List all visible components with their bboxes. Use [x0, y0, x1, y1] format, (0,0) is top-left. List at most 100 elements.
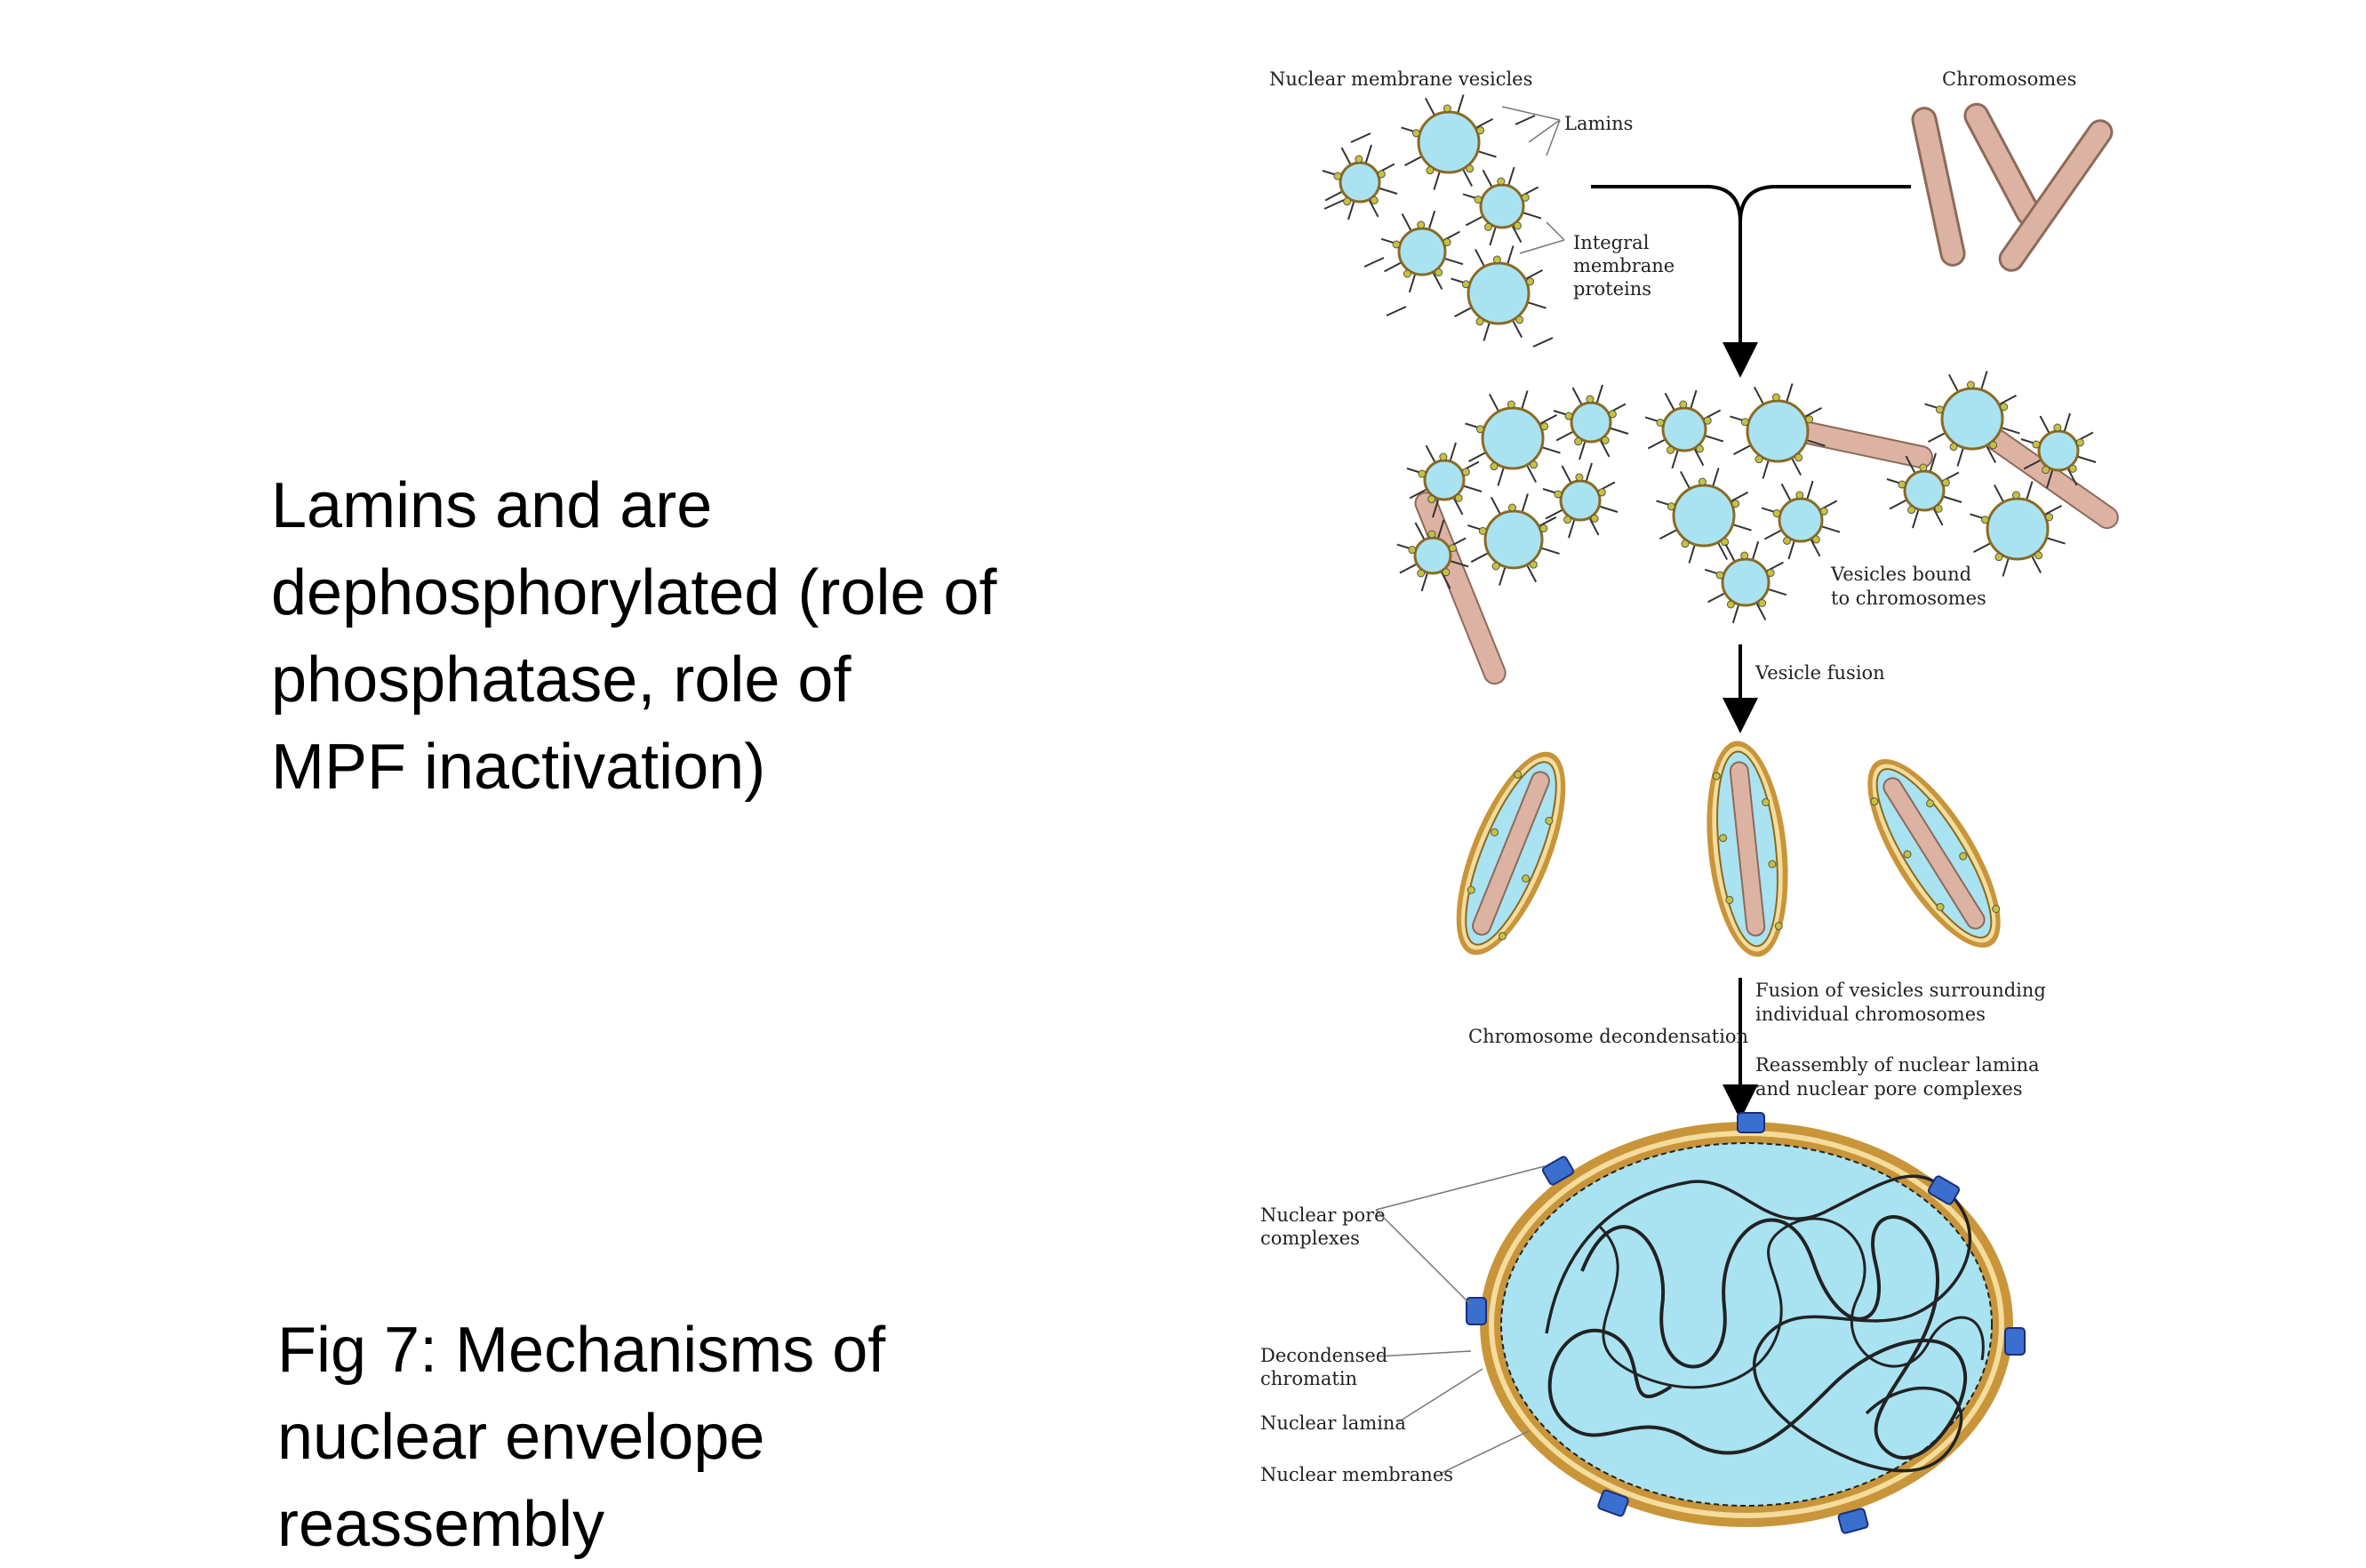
- integral-membrane-protein: [1355, 155, 1363, 164]
- nuclear-pore-complex: [1837, 1508, 1869, 1534]
- chromosome: [1998, 119, 2114, 272]
- lamin-strand: [2046, 468, 2054, 489]
- nuclear-pore-complex: [1597, 1489, 1629, 1517]
- vesicle-membrane: [1661, 406, 1707, 452]
- lamin-strand: [1929, 452, 1937, 473]
- lamin-strand: [1786, 383, 1794, 403]
- integral-membrane-protein: [1475, 317, 1484, 326]
- integral-membrane-protein: [1343, 197, 1352, 206]
- lamin-strand: [1511, 224, 1523, 244]
- label-vesicles-bound: Vesicles bound: [1830, 564, 1971, 585]
- lamin-strand: [1905, 455, 1916, 475]
- free-lamin: [1323, 199, 1345, 210]
- lamin-strand: [1730, 491, 1748, 503]
- lamin-strand: [1716, 541, 1729, 560]
- lamin-strand: [1585, 462, 1593, 483]
- label-nuclear-membrane-vesicles: Nuclear membrane vesicles: [1269, 68, 1532, 90]
- integral-membrane-protein: [2032, 440, 2041, 449]
- chromosome: [1882, 777, 1986, 930]
- vesicle-membrane: [1778, 497, 1824, 543]
- lamin-strand: [1465, 215, 1484, 227]
- label-vesicles-bound: to chromosomes: [1831, 588, 1986, 609]
- vesicle: [1886, 452, 1962, 529]
- lamin-strand: [1408, 273, 1417, 293]
- lamin-strand: [1806, 439, 1826, 447]
- lamin-strand: [1538, 516, 1557, 527]
- lamin-strand: [1433, 171, 1441, 190]
- integral-membrane-protein: [1980, 516, 1989, 524]
- integral-membrane-protein: [1601, 436, 1610, 444]
- vesicle: [1970, 481, 2066, 577]
- lamin-strand: [1461, 168, 1474, 187]
- lamin-strand: [1522, 212, 1542, 220]
- lamin-strand: [1399, 563, 1418, 574]
- merge-arrow-right: [1739, 185, 1911, 223]
- lamin-strand: [1803, 406, 1822, 419]
- lamin-strand: [1787, 540, 1795, 560]
- lamin-strand: [1539, 413, 1557, 426]
- lamin-strand: [1449, 442, 1457, 462]
- label-fusion-of-vesicles: Fusion of vesicles surrounding: [1755, 980, 2046, 1001]
- decondensed-chromatin: [1545, 1174, 1972, 1473]
- lamin-strand: [2030, 555, 2042, 573]
- integral-membrane-protein: [1795, 491, 1804, 500]
- lamin-strand: [1364, 144, 1372, 164]
- lamin-strand: [2026, 481, 2034, 500]
- integral-membrane-protein: [1515, 316, 1524, 324]
- enclosed-chromosome: [1707, 740, 1788, 957]
- vesicle-membrane: [1986, 497, 2050, 561]
- integral-membrane-protein: [1490, 462, 1499, 471]
- body-text-line: MPF inactivation): [271, 732, 766, 803]
- integral-membrane-protein: [1418, 469, 1427, 478]
- lamin-strand: [1555, 430, 1575, 442]
- integral-membrane-protein: [1478, 526, 1487, 535]
- integral-membrane-protein: [1719, 834, 1728, 843]
- lamin-strand: [1384, 261, 1403, 273]
- lamin-strand: [1324, 190, 1344, 202]
- integral-membrane-protein: [1597, 488, 1606, 497]
- lamin-strand: [1368, 198, 1379, 218]
- integral-membrane-protein: [1679, 400, 1688, 409]
- lamin-strand: [1753, 387, 1765, 405]
- integral-membrane-protein: [1498, 932, 1507, 940]
- integral-membrane-protein: [1949, 443, 1958, 452]
- lamin-strand: [1659, 528, 1678, 540]
- lamin-strand: [2001, 427, 2020, 435]
- lamin-strand: [1436, 519, 1445, 540]
- chromosomes: [1911, 102, 2114, 272]
- label-lamins: Lamins: [1564, 113, 1633, 134]
- lamin-strand: [1488, 394, 1500, 412]
- integral-membrane-protein: [1466, 164, 1475, 173]
- free-lamin: [1363, 257, 1385, 268]
- vesicle-membrane: [1672, 484, 1736, 548]
- lamin-strand: [1571, 387, 1583, 406]
- integral-membrane-protein: [2000, 403, 2009, 412]
- integral-membrane-protein: [1370, 196, 1379, 204]
- caption-line: reassembly: [277, 1489, 605, 1560]
- lamin-strand: [2066, 467, 2078, 486]
- integral-membrane-protein: [1703, 416, 1712, 425]
- integral-membrane-protein: [1492, 255, 1501, 264]
- integral-membrane-protein: [1819, 507, 1828, 516]
- integral-membrane-protein: [1966, 380, 1975, 389]
- vesicle: [1451, 245, 1547, 341]
- lamin-strand: [1731, 604, 1740, 624]
- lamin-strand: [1420, 572, 1429, 592]
- integral-membrane-protein: [2068, 464, 2077, 473]
- integral-membrane-protein: [1740, 551, 1749, 560]
- lamin-strand: [1980, 371, 1988, 390]
- lamin-strand: [1732, 524, 1752, 532]
- integral-membrane-protein: [1392, 240, 1401, 249]
- integral-membrane-protein: [1805, 415, 1814, 424]
- lamin-strand: [2063, 412, 2071, 433]
- lamin-strand: [1806, 480, 1814, 500]
- integral-membrane-protein: [1725, 895, 1734, 904]
- lamin-strand: [1540, 547, 1560, 555]
- label-nuclear-membranes: Nuclear membranes: [1260, 1464, 1453, 1485]
- label-chromosomes: Chromosomes: [1942, 68, 2076, 90]
- integral-membrane-protein: [1484, 222, 1493, 231]
- lamin-strand: [1378, 187, 1398, 195]
- vesicle: [1656, 468, 1752, 564]
- lamin-strand: [1690, 389, 1698, 410]
- lamin-strand: [1733, 444, 1752, 456]
